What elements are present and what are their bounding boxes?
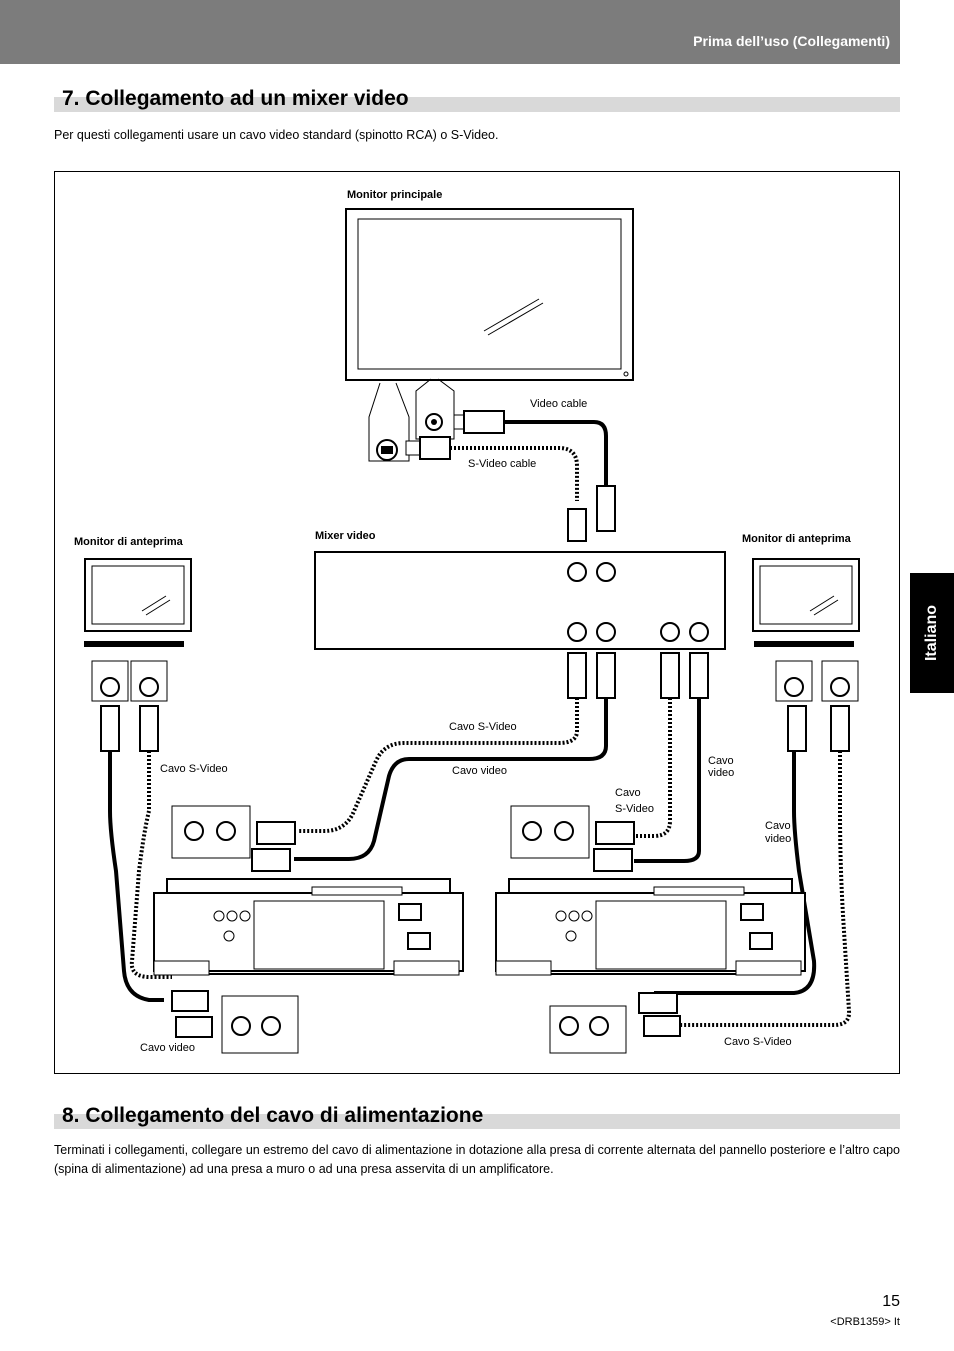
section7-bar <box>54 97 900 112</box>
label-cavo-2a: Cavo <box>708 755 734 767</box>
preview-monitor-left <box>84 558 192 647</box>
label-video-2a: video <box>708 767 734 779</box>
section7-intro: Per questi collegamenti usare un cavo vi… <box>54 128 499 142</box>
label-svideo-2b: S-Video <box>615 803 654 815</box>
connection-diagram: Monitor principale Video cable S-Video c… <box>54 171 900 1074</box>
label-svideo-cable: S-Video cable <box>468 458 536 470</box>
label-cavo-video-1: Cavo video <box>452 765 507 777</box>
main-monitor <box>345 208 634 381</box>
section8-title: 8. Collegamento del cavo di alimentazion… <box>62 1104 484 1127</box>
preview-monitor-right <box>752 558 860 647</box>
section7-title: 7. Collegamento ad un mixer video <box>62 87 409 110</box>
header-bar: Prima dell’uso (Collegamenti) <box>0 0 900 64</box>
label-mixer-video: Mixer video <box>315 530 376 542</box>
label-video-cable: Video cable <box>530 398 587 410</box>
language-tab: Italiano <box>910 573 954 693</box>
label-cavo-svideo-left: Cavo S-Video <box>160 763 228 775</box>
label-video-3: video <box>765 833 791 845</box>
header-section-title: Prima dell’uso (Collegamenti) <box>693 33 890 49</box>
player-left <box>153 878 464 976</box>
label-monitor-principale: Monitor principale <box>347 189 442 201</box>
document-code: <DRB1359> It <box>830 1316 900 1328</box>
player-right <box>495 878 806 976</box>
label-preview-right: Monitor di anteprima <box>742 533 852 545</box>
label-cavo-svideo-1: Cavo S-Video <box>449 721 517 733</box>
video-mixer <box>314 551 726 650</box>
label-cavo-3: Cavo <box>765 820 791 832</box>
label-cavo-2b: Cavo <box>615 787 641 799</box>
language-tab-label: Italiano <box>923 604 940 662</box>
label-cavo-video-bottom: Cavo video <box>140 1042 195 1054</box>
label-preview-left: Monitor di anteprima <box>74 536 184 548</box>
section8-bar <box>54 1114 900 1129</box>
section8-text: Terminati i collegamenti, collegare un e… <box>54 1143 900 1176</box>
label-cavo-svideo-bottom: Cavo S-Video <box>724 1036 792 1048</box>
page-number: 15 <box>882 1293 900 1310</box>
